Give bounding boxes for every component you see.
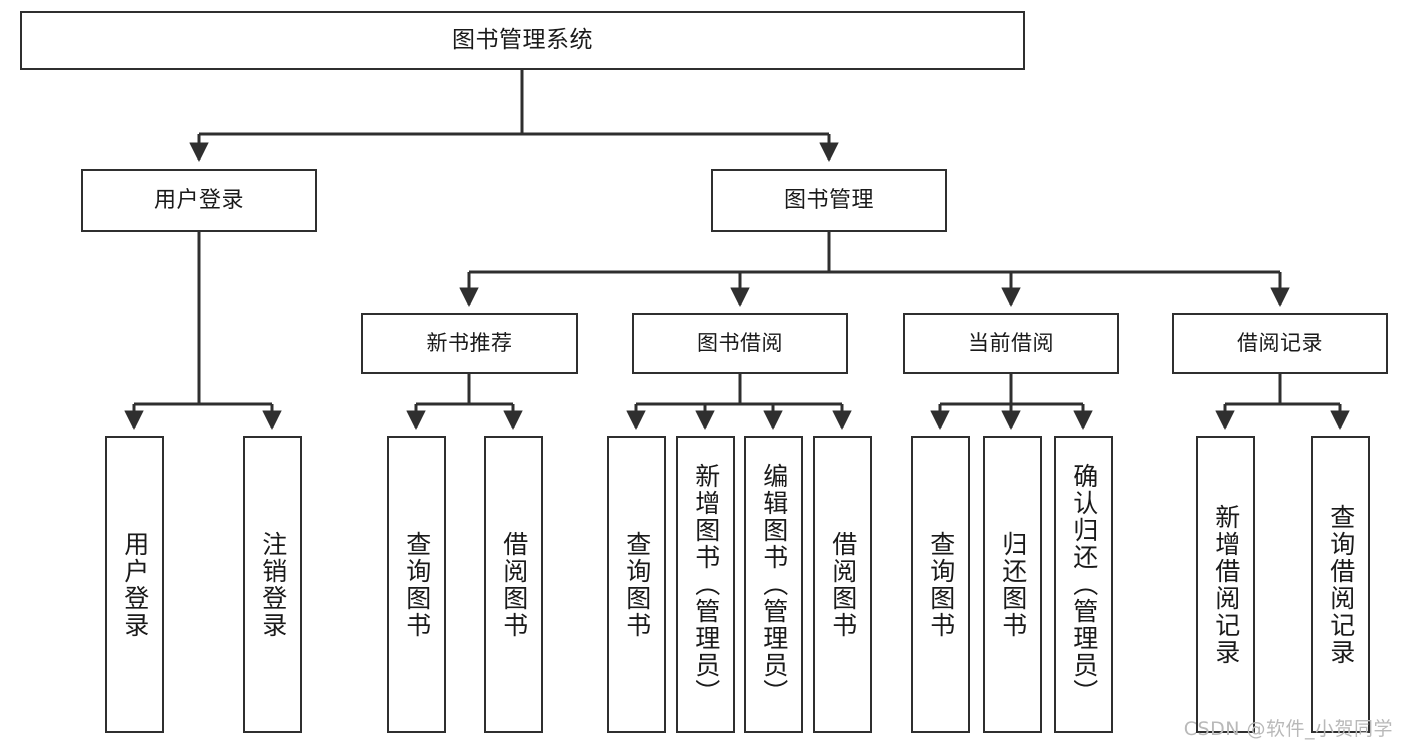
node-new-book-recommend-label: 新书推荐 [426,331,513,356]
node-leaf-user-login[interactable]: 用户登录 [105,436,164,733]
node-user-login-label: 用户登录 [153,187,244,213]
node-leaf-add-record[interactable]: 新增借阅记录 [1196,436,1255,733]
node-leaf-edit-book[interactable]: 编辑图书（管理员） [744,436,803,733]
node-leaf-query-book-1-label: 查询图书 [402,530,432,639]
node-leaf-add-book-label: 新增图书（管理员） [691,463,721,706]
node-leaf-user-logout[interactable]: 注销登录 [243,436,302,733]
node-leaf-borrow-book-2-label: 借阅图书 [828,530,858,639]
node-book-borrow-label: 图书借阅 [697,331,783,356]
node-book-manage-label: 图书管理 [783,187,874,213]
node-leaf-query-book-2[interactable]: 查询图书 [607,436,666,733]
node-leaf-query-book-3[interactable]: 查询图书 [911,436,970,733]
node-book-borrow[interactable]: 图书借阅 [632,313,848,374]
watermark-text: CSDN @软件_小贺同学 [1183,718,1393,740]
node-root-label: 图书管理系统 [452,26,593,53]
node-root[interactable]: 图书管理系统 [20,11,1025,70]
node-current-borrow-label: 当前借阅 [968,331,1054,356]
node-book-manage[interactable]: 图书管理 [711,169,947,232]
node-leaf-user-login-label: 用户登录 [120,530,150,639]
node-borrow-record-label: 借阅记录 [1237,331,1323,356]
node-user-login[interactable]: 用户登录 [81,169,317,232]
node-leaf-query-book-3-label: 查询图书 [926,530,956,639]
node-borrow-record[interactable]: 借阅记录 [1172,313,1388,374]
node-leaf-user-logout-label: 注销登录 [258,530,288,639]
node-leaf-borrow-book-1-label: 借阅图书 [499,530,529,639]
node-leaf-return-book-label: 归还图书 [998,530,1028,639]
node-leaf-add-record-label: 新增借阅记录 [1211,503,1241,666]
node-leaf-query-record[interactable]: 查询借阅记录 [1311,436,1370,733]
node-leaf-borrow-book-2[interactable]: 借阅图书 [813,436,872,733]
node-leaf-return-book[interactable]: 归还图书 [983,436,1042,733]
node-leaf-borrow-book-1[interactable]: 借阅图书 [484,436,543,733]
node-leaf-confirm-return-label: 确认归还（管理员） [1069,463,1099,706]
node-leaf-confirm-return[interactable]: 确认归还（管理员） [1054,436,1113,733]
node-new-book-recommend[interactable]: 新书推荐 [361,313,578,374]
node-leaf-query-book-2-label: 查询图书 [622,530,652,639]
node-leaf-add-book[interactable]: 新增图书（管理员） [676,436,735,733]
node-leaf-query-record-label: 查询借阅记录 [1326,503,1356,666]
node-leaf-edit-book-label: 编辑图书（管理员） [759,463,789,706]
node-current-borrow[interactable]: 当前借阅 [903,313,1119,374]
node-leaf-query-book-1[interactable]: 查询图书 [387,436,446,733]
